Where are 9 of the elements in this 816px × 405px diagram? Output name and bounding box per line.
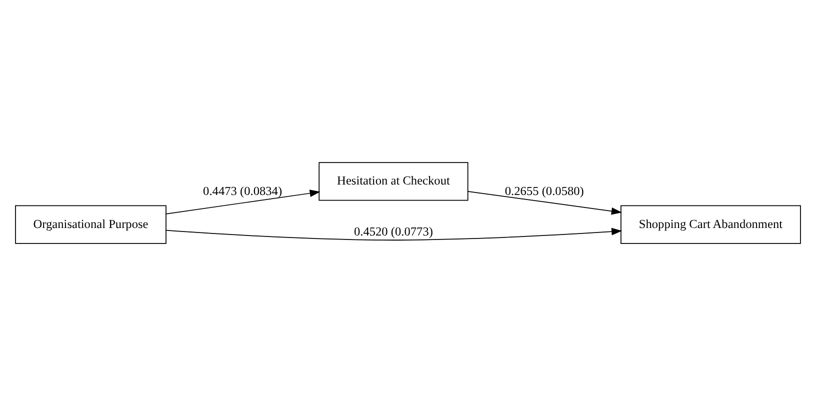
arrow	[468, 190, 622, 214]
node-box: Organisational Purpose	[15, 204, 166, 244]
arrow	[166, 189, 320, 214]
node-box: Hesitation at Checkout	[318, 162, 468, 200]
edge-label: 0.4473 (0.0834)	[203, 183, 282, 198]
node-box: Shopping Cart Abandonment	[620, 204, 801, 244]
edge-label: 0.4520 (0.0773)	[354, 224, 433, 238]
arrow	[166, 227, 622, 240]
edge-label: 0.2655 (0.0580)	[504, 183, 584, 198]
